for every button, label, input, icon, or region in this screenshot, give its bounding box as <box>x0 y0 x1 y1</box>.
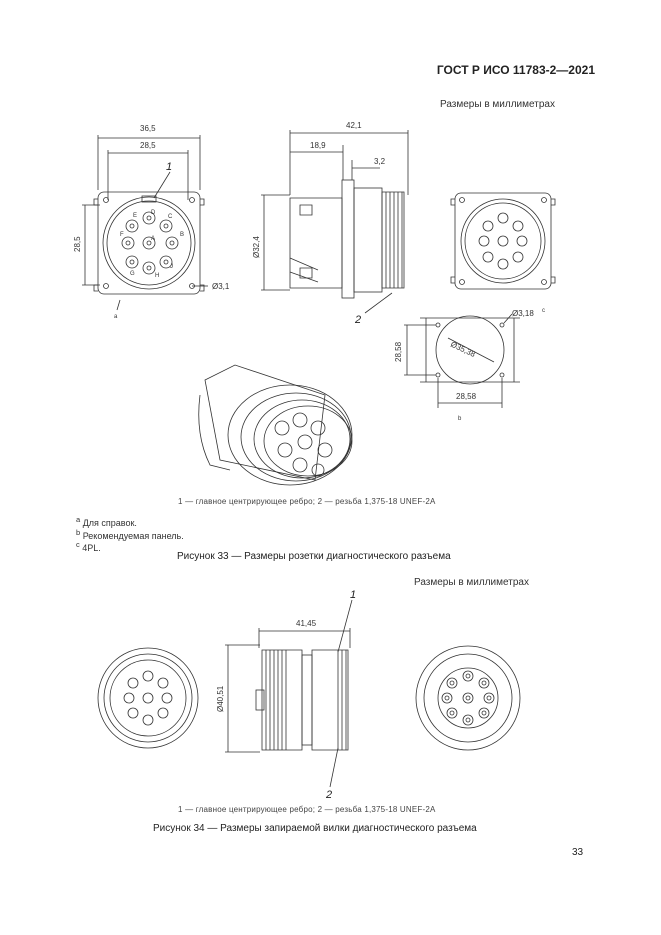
dim-len-total: 42,1 <box>346 121 362 130</box>
dim-len-fig34: 41,45 <box>296 619 317 628</box>
legend-fig34: 1 — главное центрирующее ребро; 2 — резь… <box>178 805 436 814</box>
dim-panel-hole: Ø3,18 <box>512 309 534 318</box>
back-view-socket <box>450 192 556 290</box>
note-text: 4PL. <box>82 543 101 553</box>
note-text: Рекомендуемая панель. <box>82 531 184 541</box>
pin-label: B <box>180 232 184 238</box>
isometric-view-socket <box>198 364 353 486</box>
side-view-socket <box>261 130 409 314</box>
panel-cutout <box>404 313 520 408</box>
note-ref-a: a <box>114 314 118 320</box>
units-note-fig34: Размеры в миллиметрах <box>414 577 529 588</box>
dim-panel-h: 28,58 <box>394 341 403 362</box>
pin-label: A <box>151 236 155 242</box>
note-text: Для справок. <box>82 518 137 528</box>
page-number: 33 <box>572 847 584 858</box>
label-one-fig34: 1 <box>350 589 356 601</box>
pin-label: H <box>155 273 159 279</box>
note-c: c 4PL. <box>76 540 101 553</box>
pin-label: C <box>168 214 173 220</box>
dim-h-left: 28,5 <box>73 236 82 252</box>
standard-number: ГОСТ Р ИСО 11783-2—2021 <box>436 63 595 77</box>
figure-34-title: Рисунок 34 — Размеры запираемой вилки ди… <box>153 823 477 834</box>
pin-label: J <box>170 264 173 270</box>
pin-label: G <box>130 271 135 277</box>
figure-34-drawing <box>97 599 521 788</box>
dim-w-outer: 36,5 <box>140 124 156 133</box>
note-sup: a <box>76 515 81 524</box>
note-sup: c <box>76 540 80 549</box>
legend-fig33: 1 — главное центрирующее ребро; 2 — резь… <box>178 497 436 506</box>
figure-33-title: Рисунок 33 — Размеры розетки диагностиче… <box>177 551 451 562</box>
pin-label: E <box>133 213 137 219</box>
label-one-fig33: 1 <box>166 161 172 173</box>
note-b: b Рекомендуемая панель. <box>76 528 184 541</box>
note-ref-b: b <box>458 416 462 422</box>
note-sup: b <box>76 528 81 537</box>
dim-len-small: 3,2 <box>374 157 386 166</box>
dim-panel-dia: Ø35,38 <box>449 340 477 359</box>
dim-len-part: 18,9 <box>310 141 326 150</box>
dim-hole: Ø3,1 <box>212 282 230 291</box>
dim-w-inner: 28,5 <box>140 141 156 150</box>
dim-panel-hole-sup: c <box>542 308 545 314</box>
units-note-fig33: Размеры в миллиметрах <box>440 99 555 110</box>
pin-label: D <box>151 210 156 216</box>
dim-dia: Ø32,4 <box>252 236 261 258</box>
dim-panel-w: 28,58 <box>456 392 477 401</box>
dim-dia-fig34: Ø40,51 <box>216 685 225 712</box>
front-view-socket <box>82 135 208 311</box>
pin-label: F <box>120 232 124 238</box>
note-a: a Для справок. <box>76 515 137 528</box>
label-two-fig34: 2 <box>325 789 332 801</box>
label-two-fig33: 2 <box>354 314 361 326</box>
